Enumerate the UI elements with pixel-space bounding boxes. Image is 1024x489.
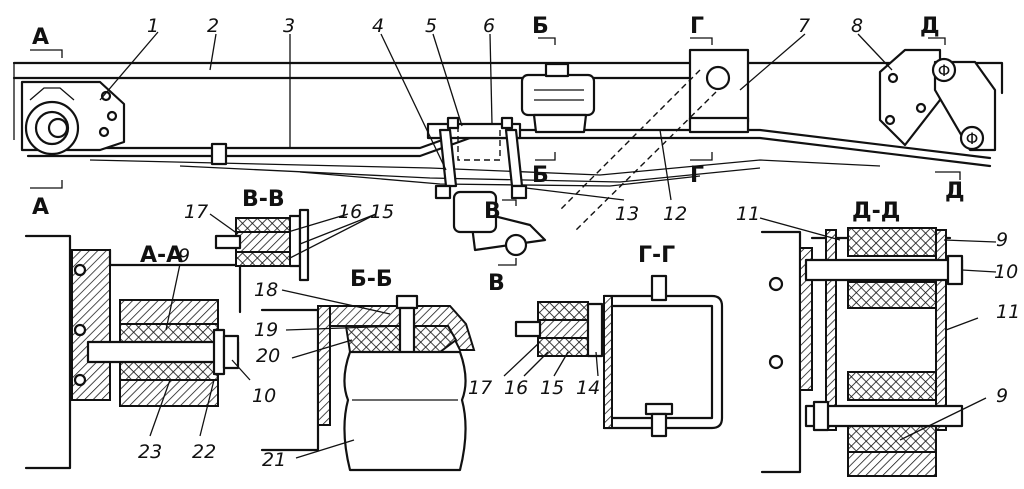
svg-text:Φ: Φ: [966, 129, 979, 148]
callout-6: 6: [483, 15, 495, 37]
rear-shackle-bracket: Φ Φ: [878, 48, 997, 152]
section-b-b: Б-Б 18 19 20 21: [254, 267, 476, 472]
frame-rail: [12, 61, 1004, 95]
section-a-a: А-А 9 10 23 22: [24, 234, 276, 470]
cut-marker-b-top: Б: [532, 14, 549, 39]
callout-3: 3: [283, 15, 295, 37]
shock-absorber: [452, 48, 750, 257]
callout-17-vv: 17: [184, 201, 208, 223]
callout-10-dd: 10: [994, 261, 1018, 283]
u-bolt-assembly: [426, 116, 528, 200]
callout-4: 4: [372, 15, 384, 37]
cut-marker-a-top: А: [32, 25, 49, 50]
cut-marker-d-top: Д: [920, 14, 940, 39]
callout-15-gg: 15: [540, 377, 564, 399]
cut-marker-g-top: Г: [690, 14, 704, 39]
section-title-a-a: А-А: [140, 243, 183, 268]
callout-20: 20: [256, 345, 280, 367]
callout-23: 23: [138, 441, 162, 463]
callout-18: 18: [254, 279, 278, 301]
callout-21: 21: [262, 449, 286, 471]
section-title-g-g: Г-Г: [638, 243, 675, 268]
cut-marker-a-bottom: А: [32, 195, 49, 220]
bump-stop: [520, 62, 596, 134]
callout-7: 7: [798, 15, 810, 37]
callout-2: 2: [207, 15, 219, 37]
callout-12: 12: [663, 203, 687, 225]
callout-9-aa: 9: [178, 245, 190, 267]
callout-8: 8: [851, 15, 863, 37]
callout-1: 1: [147, 15, 159, 37]
callout-9-dd-bottom: 9: [996, 385, 1008, 407]
callout-11-top: 11: [736, 203, 760, 225]
callout-16-gg: 16: [504, 377, 528, 399]
callout-11-dd: 11: [996, 301, 1020, 323]
svg-text:Φ: Φ: [938, 61, 951, 80]
section-g-g: Г-Г 17 16 15 14: [468, 243, 724, 438]
section-d-d: Д-Д 11 9 10 9: [759, 199, 1020, 477]
section-title-b-b: Б-Б: [350, 267, 393, 292]
callout-9-dd-top: 9: [996, 229, 1008, 251]
callout-16-vv: 16: [338, 201, 362, 223]
callout-13: 13: [615, 203, 639, 225]
cut-marks: [30, 37, 961, 266]
callout-22: 22: [192, 441, 216, 463]
cut-marker-b-bottom: Б: [532, 163, 549, 188]
section-v-v: В-В 17 16 15: [184, 187, 394, 282]
cut-marker-v-top: В: [484, 199, 501, 224]
callout-15-vv: 15: [370, 201, 394, 223]
section-title-d-d: Д-Д: [852, 199, 900, 224]
cut-marker-d-bottom: Д: [945, 179, 965, 204]
section-title-v-v: В-В: [242, 187, 285, 212]
front-spring-bracket: [20, 80, 126, 156]
main-leaders: [99, 31, 893, 201]
callout-5: 5: [425, 15, 437, 37]
cut-marker-v-bottom: В: [488, 271, 505, 296]
callout-14: 14: [576, 377, 600, 399]
callout-17-gg: 17: [468, 377, 492, 399]
cut-marker-g-bottom: Г: [690, 163, 704, 188]
callout-19: 19: [254, 319, 278, 341]
main-side-view: Φ Φ: [12, 14, 1004, 296]
callout-10-aa: 10: [252, 385, 276, 407]
